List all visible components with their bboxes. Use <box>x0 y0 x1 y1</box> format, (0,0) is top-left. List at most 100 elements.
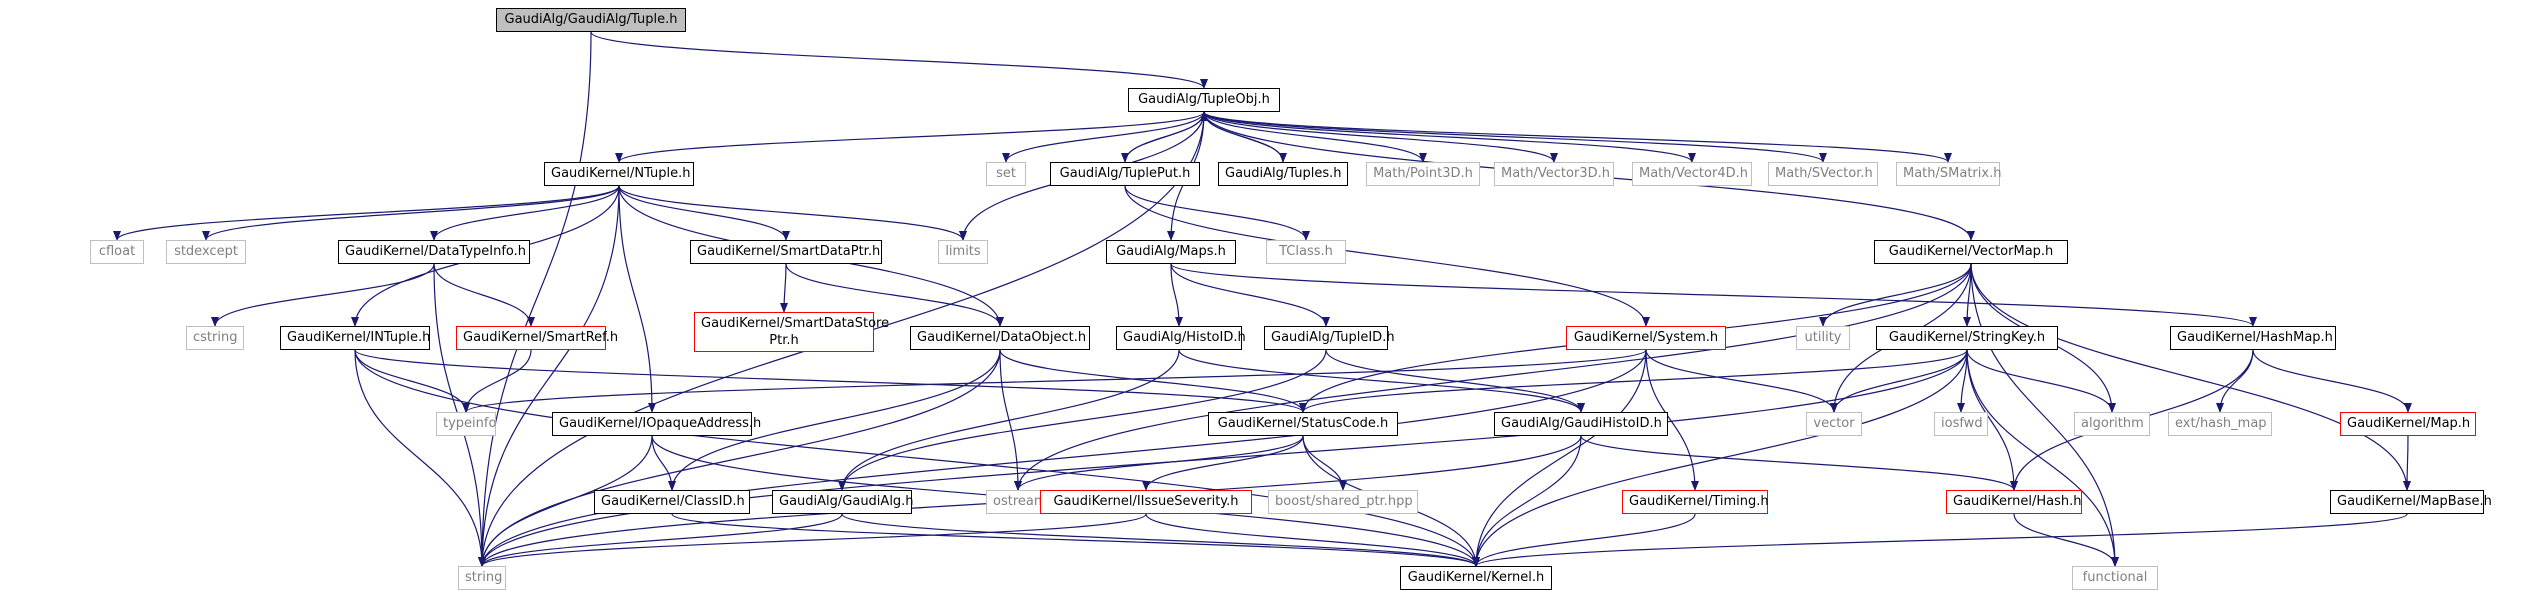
edge-system_h-to-kernel_h <box>1472 349 1647 567</box>
node-mapbase-h[interactable]: GaudiKernel/MapBase.h <box>2330 490 2492 514</box>
node-classid-h[interactable]: GaudiKernel/ClassID.h <box>594 490 750 514</box>
node-iopaqueaddress-h[interactable]: GaudiKernel/IOpaqueAddress.h <box>552 412 761 436</box>
edge-vectormap_h-to-functional <box>1970 263 2119 567</box>
edge-smartdataptr_h-to-dataobject_h <box>785 263 1004 327</box>
edge-system_h-to-vector <box>1645 349 1838 413</box>
node-stdexcept: stdexcept <box>166 240 246 264</box>
edge-gaudihistoid_h-to-hash_h <box>1580 435 2018 491</box>
node-map-h[interactable]: GaudiKernel/Map.h <box>2340 412 2476 436</box>
edge-vectormap_h-to-utility <box>1819 263 1972 327</box>
edge-tuple_h-to-tupleobj_h <box>590 31 1208 89</box>
node-tupleobj-h[interactable]: GaudiAlg/TupleObj.h <box>1128 88 1280 112</box>
node-set: set <box>986 162 1026 186</box>
node-histoid-h[interactable]: GaudiAlg/HistoID.h <box>1116 326 1246 350</box>
node-timing-h[interactable]: GaudiKernel/Timing.h <box>1622 490 1769 514</box>
edge-ntuple_h-to-smartdataptr_h <box>618 185 790 241</box>
edge-iopaqueaddress_h-to-classid_h <box>651 435 676 491</box>
edge-iseverity_h-to-kernel_h <box>1145 513 1480 567</box>
edge-ntuple_h-to-iopaqueaddress_h <box>618 185 656 413</box>
node-gaudialg-h[interactable]: GaudiAlg/GaudiAlg.h <box>772 490 914 514</box>
edge-ntuple_h-to-datatypeinfo_h <box>430 185 620 241</box>
edge-ntuple_h-to-string <box>478 185 620 567</box>
node-iosfwd: iosfwd <box>1934 412 1988 436</box>
node-string: string <box>458 566 506 590</box>
edge-hashmap_h-to-map_h <box>2252 349 2412 413</box>
edge-stringkey_h-to-statuscode_h <box>1299 349 1968 413</box>
node-tuples-h[interactable]: GaudiAlg/Tuples.h <box>1218 162 1348 186</box>
edge-tupleobj_h-to-svector_h <box>1203 111 1827 163</box>
edge-tuple_h-to-string <box>478 31 592 567</box>
edge-stringkey_h-to-algorithm <box>1966 349 2116 413</box>
edge-tuples_h-to-tupleobj_h <box>1200 111 1284 163</box>
node-datatypeinfo-h[interactable]: GaudiKernel/DataTypeInfo.h <box>338 240 530 264</box>
edge-stringkey_h-to-string <box>478 349 1968 567</box>
edge-tupleobj_h-to-smatrix_h <box>1203 111 1952 163</box>
edge-dataobject_h-to-classid_h <box>668 349 1001 491</box>
node-typeinfo: typeinfo <box>436 412 496 436</box>
edge-ntuple_h-to-stdexcept <box>202 185 620 241</box>
edge-iseverity_h-to-string <box>478 513 1147 567</box>
node-cfloat: cfloat <box>90 240 144 264</box>
edge-gaudialg_h-to-kernel_h <box>841 513 1480 567</box>
node-smartref-h[interactable]: GaudiKernel/SmartRef.h <box>456 326 618 350</box>
edge-intuple_h-to-kernel_h <box>354 349 1480 567</box>
node-tupleput-h[interactable]: GaudiAlg/TuplePut.h <box>1050 162 1200 186</box>
node-smartdataptr-h[interactable]: GaudiKernel/SmartDataPtr.h <box>690 240 882 264</box>
node-shared-ptr: boost/shared_ptr.hpp <box>1268 490 1418 514</box>
edge-intuple_h-to-typeinfo <box>354 349 470 413</box>
node-algorithm: algorithm <box>2074 412 2150 436</box>
edge-statuscode_h-to-iseverity_h <box>1142 435 1304 491</box>
edge-maps_h-to-tupleid_h <box>1170 263 1330 327</box>
node-dataobject-h[interactable]: GaudiKernel/DataObject.h <box>910 326 1090 350</box>
edge-stringkey_h-to-vector <box>1830 349 1968 413</box>
node-tupleid-h[interactable]: GaudiAlg/TupleID.h <box>1264 326 1395 350</box>
edge-tupleput_h-to-system_h <box>1124 185 1650 327</box>
node-vectormap-h[interactable]: GaudiKernel/VectorMap.h <box>1874 240 2068 264</box>
node-maps-h[interactable]: GaudiAlg/Maps.h <box>1106 240 1236 264</box>
node-hashmap-h[interactable]: GaudiKernel/HashMap.h <box>2170 326 2336 350</box>
node-ext-hash-map: ext/hash_map <box>2168 412 2272 436</box>
node-gaudihistoid-h[interactable]: GaudiAlg/GaudiHistoID.h <box>1494 412 1668 436</box>
node-smatrix-h: Math/SMatrix.h <box>1896 162 2001 186</box>
node-intuple-h[interactable]: GaudiKernel/INTuple.h <box>280 326 430 350</box>
node-iseverity-h[interactable]: GaudiKernel/IIssueSeverity.h <box>1040 490 1252 514</box>
node-cstring: cstring <box>186 326 244 350</box>
node-svector-h: Math/SVector.h <box>1768 162 1878 186</box>
edge-histoid_h-to-gaudihistoid_h <box>1178 349 1585 413</box>
edge-system_h-to-string <box>478 349 1647 567</box>
node-vector4d-h: Math/Vector4D.h <box>1632 162 1752 186</box>
edge-ntuple_h-to-limits <box>618 185 967 241</box>
node-utility: utility <box>1796 326 1850 350</box>
edge-hash_h-to-functional <box>2013 513 2119 567</box>
edge-map_h-to-mapbase_h <box>2403 435 2412 491</box>
node-vector: vector <box>1806 412 1862 436</box>
node-functional: functional <box>2072 566 2158 590</box>
edge-gaudihistoid_h-to-kernel_h <box>1472 435 1582 567</box>
edge-tupleobj_h-to-vector4d_h <box>1203 111 1696 163</box>
node-tuple-h: GaudiAlg/GaudiAlg/Tuple.h <box>496 8 686 32</box>
edge-timing_h-to-kernel_h <box>1472 513 1696 567</box>
edge-hashmap_h-to-ext_hash_map <box>2216 349 2254 413</box>
edge-stringkey_h-to-hash_h <box>1966 349 2018 491</box>
node-system-h[interactable]: GaudiKernel/System.h <box>1566 326 1726 350</box>
edge-iopaqueaddress_h-to-string <box>478 435 653 567</box>
edge-mapbase_h-to-kernel_h <box>1472 513 2408 567</box>
edge-histoid_h-to-gaudialg_h <box>838 349 1180 491</box>
node-statuscode-h[interactable]: GaudiKernel/StatusCode.h <box>1208 412 1398 436</box>
node-kernel-h[interactable]: GaudiKernel/Kernel.h <box>1400 566 1552 590</box>
edge-intuple_h-to-string <box>354 349 486 567</box>
edge-vectormap_h-to-ostream <box>1014 263 1972 491</box>
edge-stringkey_h-to-functional <box>1966 349 2119 567</box>
edge-tupleobj_h-to-vector3d_h <box>1203 111 1558 163</box>
edge-system_h-to-typeinfo <box>462 349 1647 413</box>
edge-tupleobj_h-to-point3d_h <box>1203 111 1427 163</box>
dependency-edges <box>113 31 2412 567</box>
node-smartdatastoreptr-h[interactable]: GaudiKernel/SmartDataStore Ptr.h <box>694 312 889 352</box>
node-stringkey-h[interactable]: GaudiKernel/StringKey.h <box>1876 326 2058 350</box>
node-hash-h[interactable]: GaudiKernel/Hash.h <box>1946 490 2082 514</box>
edge-tupleput_h-to-tclass_h <box>1124 185 1310 241</box>
edge-intuple_h-to-statuscode_h <box>354 349 1307 413</box>
node-ntuple-h[interactable]: GaudiKernel/NTuple.h <box>544 162 694 186</box>
edge-maps_h-to-hashmap_h <box>1170 263 2257 327</box>
node-limits: limits <box>938 240 988 264</box>
